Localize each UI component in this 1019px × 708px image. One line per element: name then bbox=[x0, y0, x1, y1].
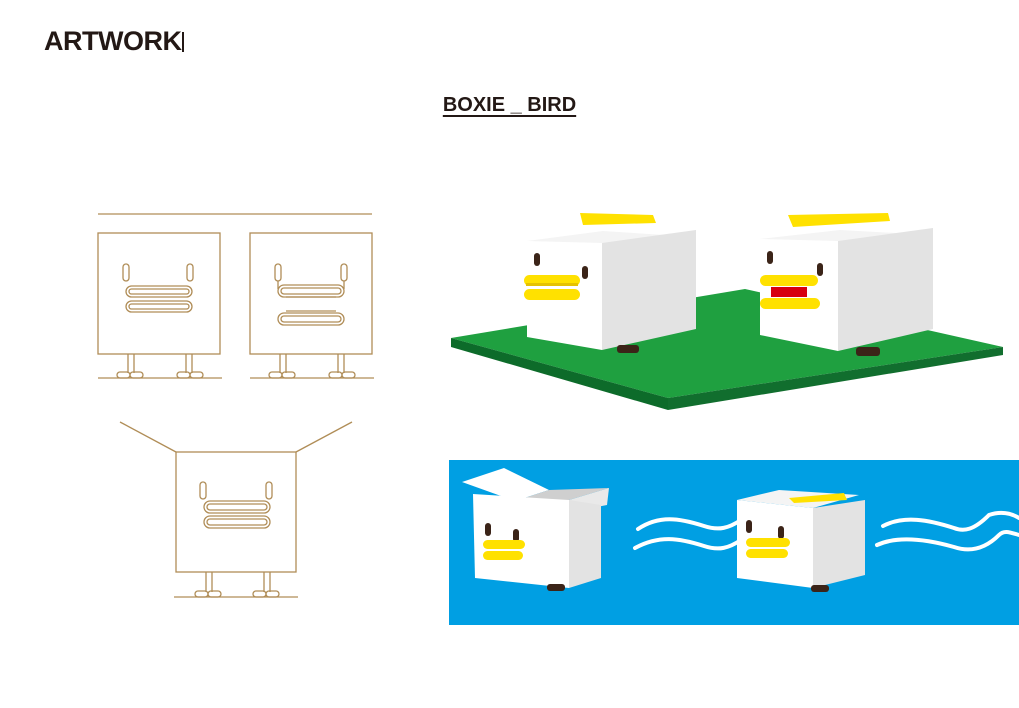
line-sketch-front-views bbox=[97, 213, 374, 379]
line-sketch-open-box bbox=[119, 421, 353, 598]
open-box-bird bbox=[462, 468, 609, 591]
bird-2 bbox=[760, 213, 933, 356]
section-title: BOXIE _ BIRD bbox=[442, 94, 577, 116]
closed-box-bird bbox=[737, 490, 865, 592]
bird-1 bbox=[524, 213, 696, 353]
boxie-birds-in-sky bbox=[449, 460, 1019, 625]
title-divider bbox=[182, 32, 184, 52]
page-title: ARTWORK bbox=[44, 26, 182, 56]
boxie-birds-on-grass bbox=[451, 213, 1003, 410]
